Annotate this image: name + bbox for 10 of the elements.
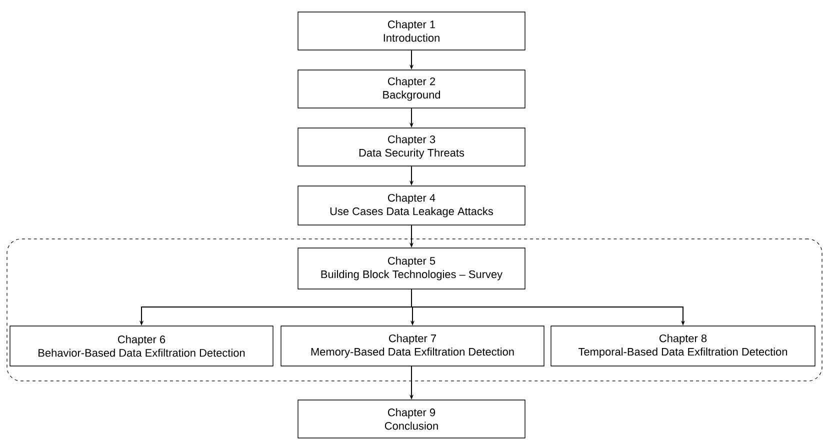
chapter-box: Chapter 9 Conclusion [298,400,526,438]
chapter-box: Chapter 8 Temporal-Based Data Exfiltration Detection [550,326,816,366]
dashed-group-outline [6,238,822,382]
chapter-box: Chapter 5 Building Block Technologies – Survey [298,248,526,290]
chapter-box: Chapter 2 Background [298,70,526,108]
chapter-box: Chapter 1 Introduction [298,12,526,50]
chapter-box: Chapter 6 Behavior-Based Data Exfiltration Detection [10,326,274,366]
chapter-box: Chapter 7 Memory-Based Data Exfiltration Detection [280,326,544,366]
chapter-box: Chapter 4 Use Cases Data Leakage Attacks [298,186,526,226]
chapter-box: Chapter 3 Data Security Threats [298,128,526,166]
